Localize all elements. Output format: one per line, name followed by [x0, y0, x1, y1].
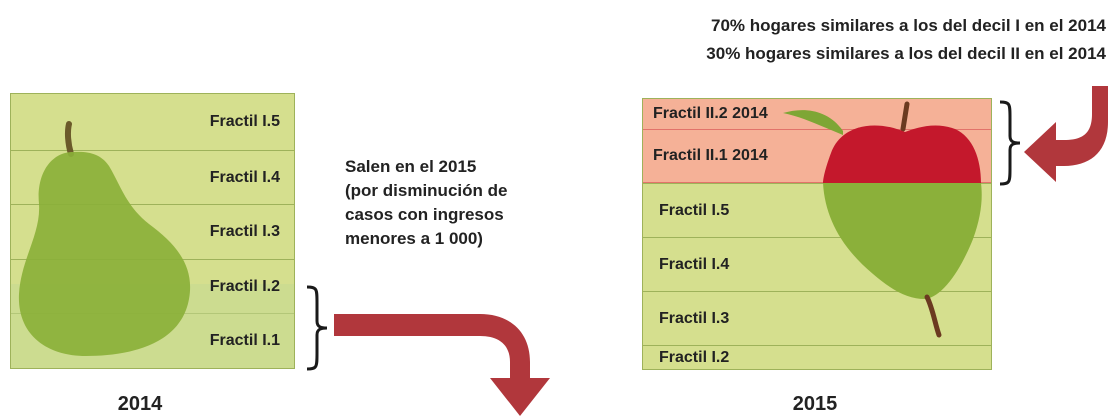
curly-brace-icon	[999, 100, 1021, 186]
fractil-label: Fractil I.5	[209, 113, 280, 130]
fractil-band-I5: Fractil I.5	[11, 94, 294, 150]
right-header: 70% hogares similares a los del decil I …	[628, 12, 1106, 68]
fractil-label: Fractil I.2	[659, 348, 730, 366]
fractil-label: Fractil II.1 2014	[653, 147, 768, 164]
caption-2015: 2015	[792, 393, 838, 415]
fractil-label: Fractil I.2	[209, 277, 280, 295]
fractil-label: Fractil I.5	[659, 201, 730, 219]
fractil-label: Fractil I.4	[659, 255, 730, 273]
fractil-label: Fractil I.3	[659, 309, 730, 327]
curved-arrow-icon	[334, 314, 550, 416]
fractil-band-I4: Fractil I.4	[643, 237, 991, 291]
fractil-label: Fractil I.1	[209, 332, 280, 349]
curved-arrow-icon	[1024, 86, 1108, 182]
curly-brace-icon	[306, 285, 328, 371]
caption-2014: 2014	[117, 393, 163, 415]
panel-2015: Fractil II.2 2014 Fractil II.1 2014 Frac…	[642, 98, 992, 370]
right-header-line: 30% hogares similares a los del decil II…	[706, 44, 1106, 63]
fractil-label: Fractil I.4	[209, 168, 280, 186]
fractil-band-I4: Fractil I.4	[11, 150, 294, 204]
fractil-band-I3: Fractil I.3	[643, 291, 991, 345]
exit-note-line: menores a 1 000)	[345, 229, 483, 248]
exit-note-line: (por disminución de	[345, 181, 508, 200]
fractil-label: Fractil II.2 2014	[653, 105, 768, 122]
exit-note: Salen en el 2015 (por disminución de cas…	[345, 155, 545, 251]
exit-note-line: Salen en el 2015	[345, 157, 477, 176]
panel-2014: Fractil I.5 Fractil I.4 Fractil I.3 Frac…	[10, 93, 295, 369]
right-header-line: 70% hogares similares a los del decil I …	[711, 16, 1106, 35]
apple-icon	[783, 101, 982, 338]
fractil-label: Fractil I.3	[209, 223, 280, 240]
fractil-band-I3: Fractil I.3	[11, 204, 294, 259]
pear-icon	[18, 121, 191, 356]
fractil-band-I2: Fractil I.2	[643, 345, 991, 369]
exit-note-line: casos con ingresos	[345, 205, 504, 224]
fractil-band-I5: Fractil I.5	[643, 183, 991, 237]
